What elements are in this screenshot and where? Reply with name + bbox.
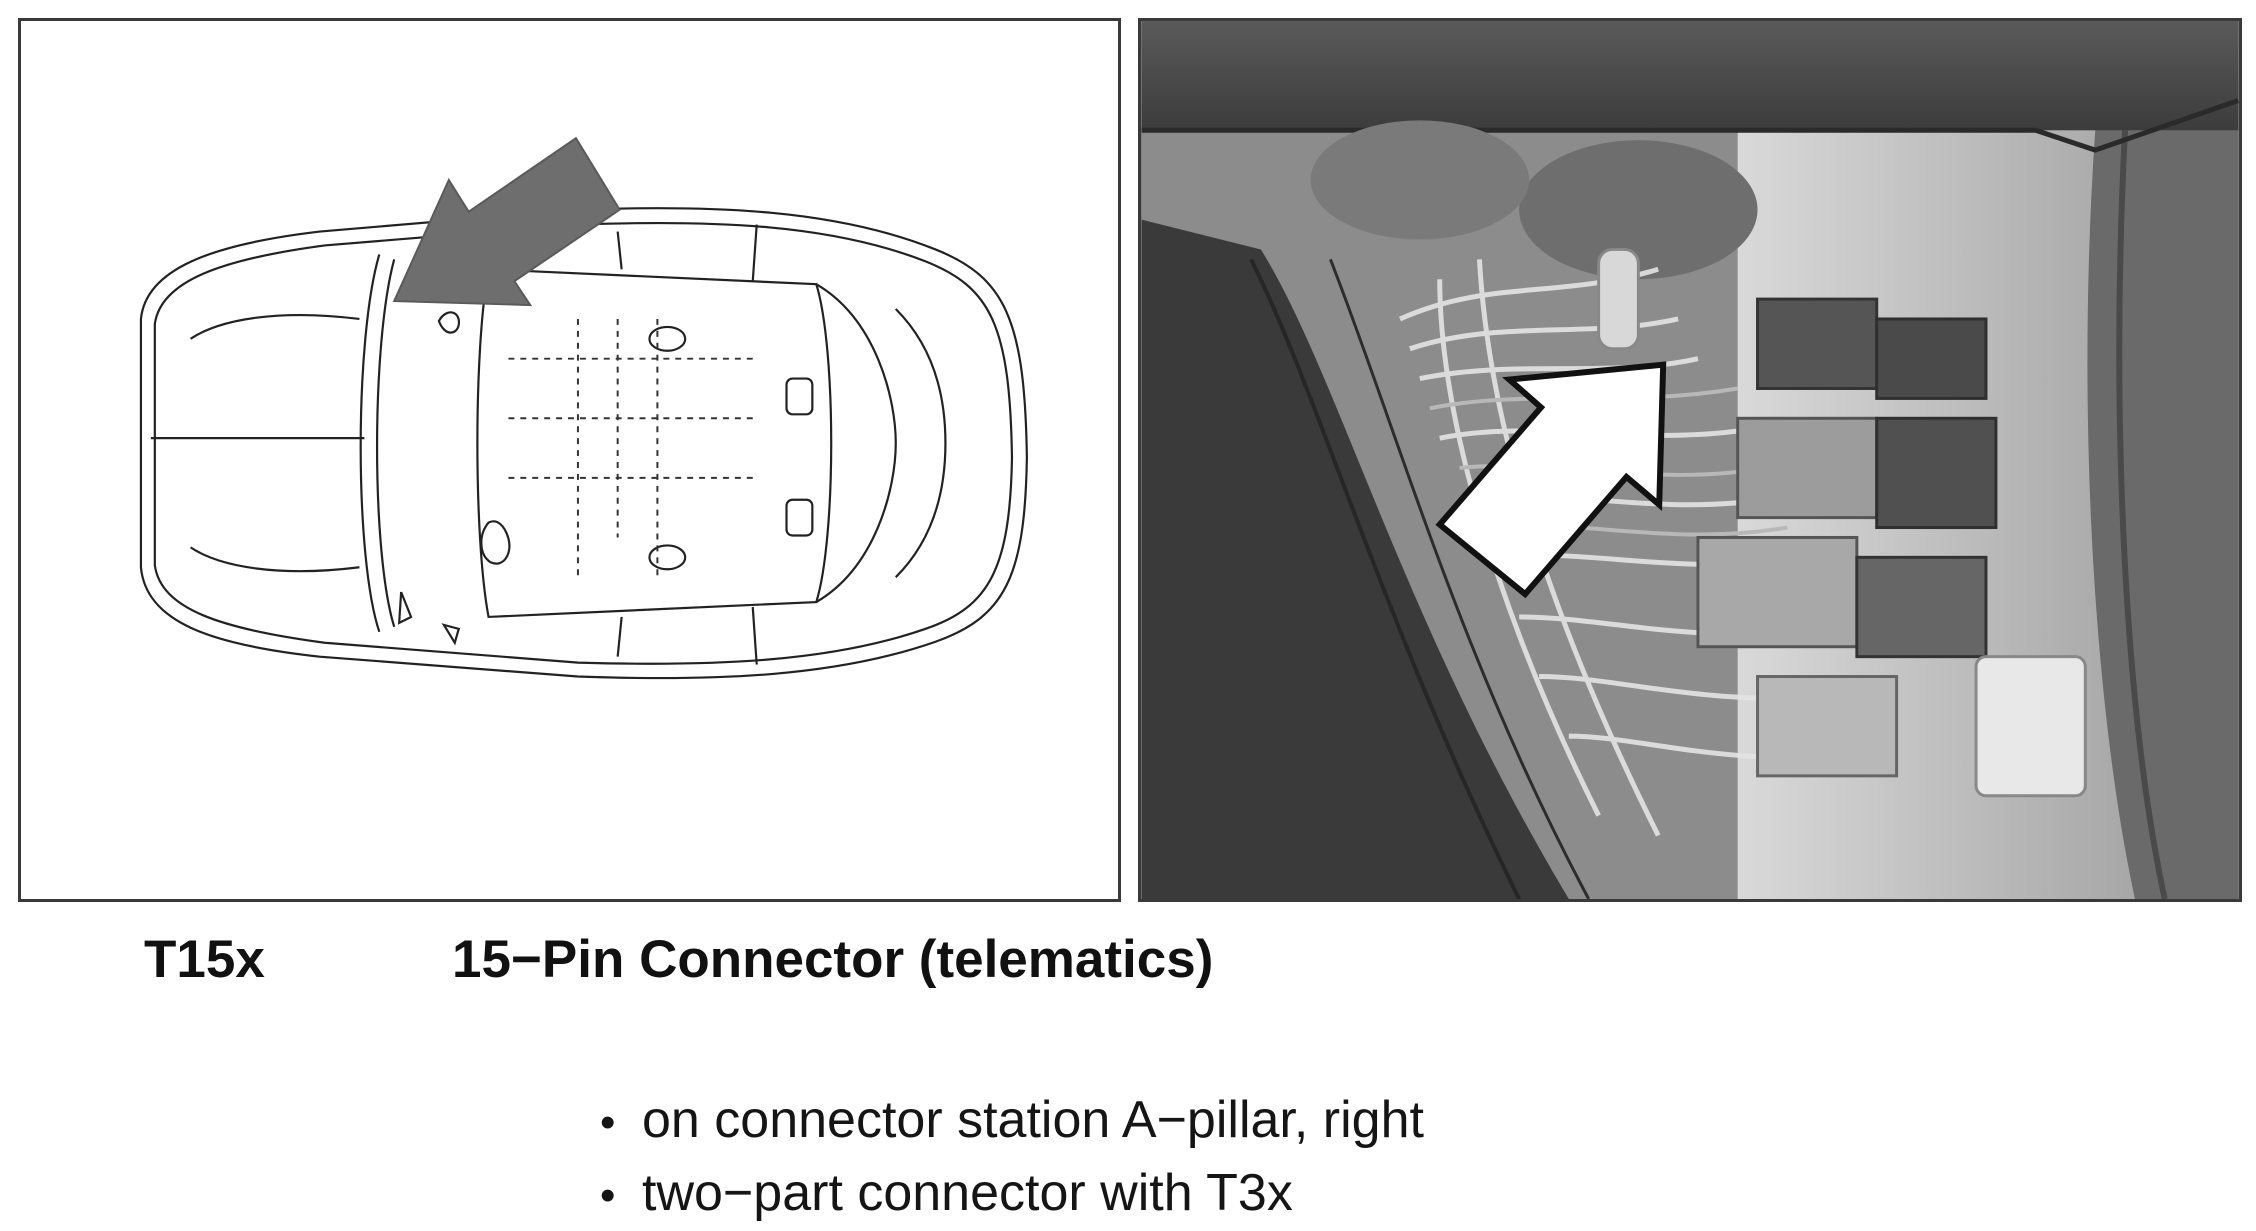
connector-station-photo bbox=[1141, 21, 2239, 899]
car-roof bbox=[476, 268, 833, 619]
note-text: on connector station A−pillar, right bbox=[642, 1091, 1424, 1149]
car-windshield bbox=[359, 254, 381, 633]
bullet-icon: • bbox=[600, 1098, 616, 1147]
connector-code: T15x bbox=[144, 930, 265, 989]
list-item: • two−part connector with T3x bbox=[600, 1158, 1424, 1231]
connector-title: 15−Pin Connector (telematics) bbox=[452, 930, 1214, 989]
list-item: • on connector station A−pillar, right bbox=[600, 1085, 1424, 1158]
photo-locator-arrow bbox=[1435, 361, 1667, 599]
installation-photo bbox=[1138, 18, 2242, 902]
bullet-icon: • bbox=[600, 1171, 616, 1220]
note-text: two−part connector with T3x bbox=[642, 1164, 1293, 1222]
locator-arrow bbox=[392, 136, 621, 307]
vehicle-locator-diagram bbox=[18, 18, 1121, 902]
car-top-view-drawing bbox=[139, 136, 1028, 680]
car-body-outline bbox=[139, 207, 1028, 680]
location-notes-list: • on connector station A−pillar, right • t… bbox=[600, 1085, 1424, 1231]
